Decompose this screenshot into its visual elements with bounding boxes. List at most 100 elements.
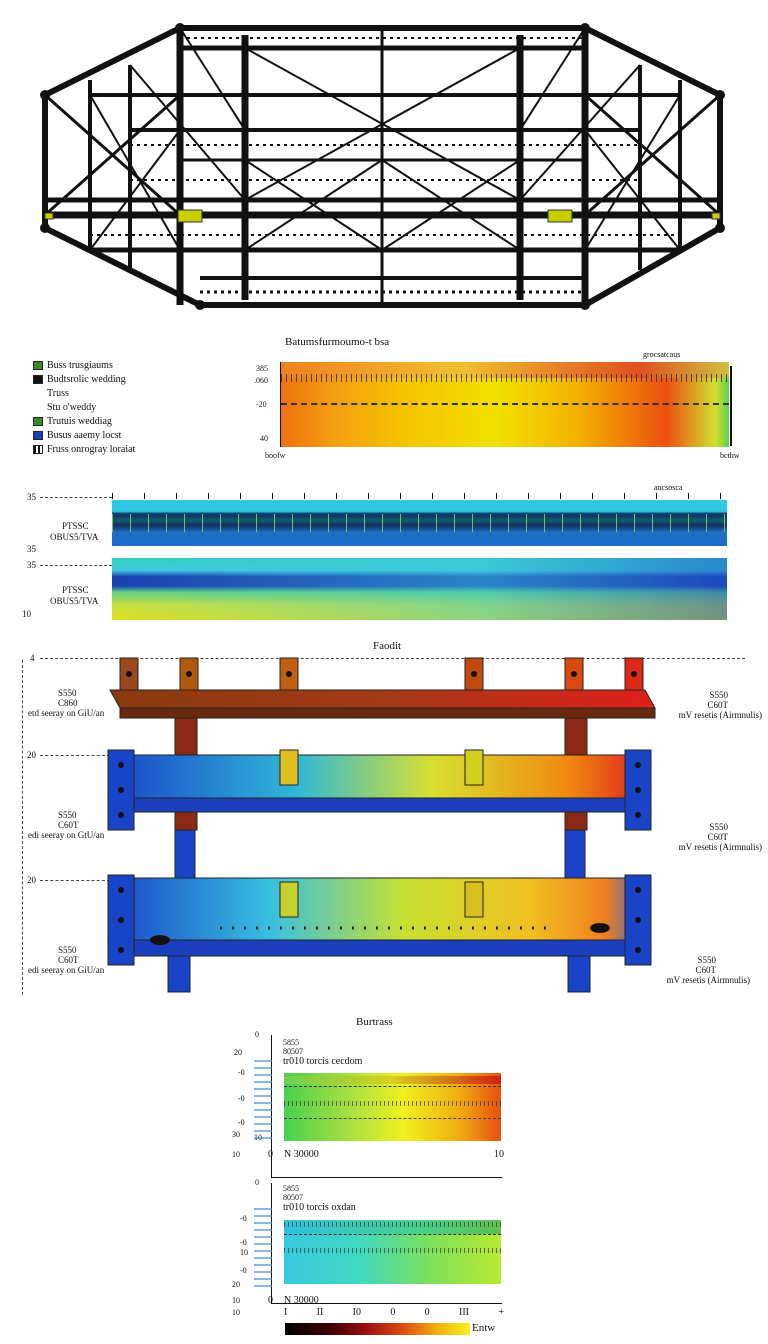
note-text: edi seeray on GiU/an: [28, 965, 105, 975]
panel2-note: 80507: [283, 1193, 303, 1202]
panel1-red-stripe: [284, 1076, 501, 1084]
note-value-1: S550: [58, 945, 77, 955]
heatmap2-label-b3: 10: [22, 609, 31, 619]
heatmap2-strip-a-ribs: [112, 514, 727, 532]
legend-swatch: [33, 416, 43, 426]
legend-item: Busus aaemy locst: [33, 428, 203, 442]
heatmap2-leader-a: [40, 497, 112, 498]
panel1-x-left: 0: [268, 1149, 273, 1160]
panel1-x-right: 10: [494, 1149, 504, 1160]
note-value-1: S550: [58, 810, 77, 820]
note-text: mV resetis (Airmnulis): [678, 842, 762, 852]
legend-item-label: Fruss onrogray loraiat: [47, 443, 136, 455]
legend-swatch: [33, 374, 43, 384]
panel1-x-label: N 30000: [284, 1149, 319, 1160]
note-value-1: S550: [58, 688, 77, 698]
panel1-y-label: -0: [238, 1118, 245, 1127]
legend-swatch: [33, 388, 43, 398]
heatmap1-plot: [280, 362, 729, 447]
panel2-y-label: -0: [240, 1214, 247, 1223]
legend-item: Trutuis weddiag: [33, 414, 203, 428]
bottom-chart-title: Burtrass: [356, 1016, 393, 1028]
heatmap2-label-a3: 35: [27, 544, 36, 554]
frame-level-label: 20: [27, 750, 36, 760]
heatmap2-label-a0: 35: [27, 492, 36, 502]
note-value-2: C60T: [707, 832, 728, 842]
panel2-x-label: N 30000: [284, 1295, 319, 1306]
panel1-heat-band: [284, 1073, 501, 1141]
heatmap2-tick-row: [112, 493, 727, 499]
heatmap2-strip-b: [112, 558, 727, 620]
panel1-dashed-line: [284, 1086, 501, 1087]
panel2-blue-marks: [254, 1208, 272, 1288]
legend-item-label: Trutuis weddiag: [47, 415, 112, 427]
panel2-x-tick: I0: [352, 1307, 362, 1318]
panel1-y-label: 20: [234, 1048, 242, 1057]
heatmap1-y-label: 385: [256, 364, 268, 373]
note-text: mV resetis (Airmnulis): [678, 710, 762, 720]
panel1-note: 80507: [283, 1047, 303, 1056]
heatmap1-right-marker: [730, 366, 732, 446]
panel1-dashed-line: [284, 1118, 501, 1119]
panel1-blue-marks: [254, 1060, 272, 1140]
legend-item: Budtsrolic wedding: [33, 372, 203, 386]
panel2-dashed-line: [284, 1234, 501, 1235]
panel2-y-label: 10: [232, 1296, 240, 1305]
panel2-y-label: -0: [240, 1266, 247, 1275]
legend-item-label: Truss: [47, 387, 69, 399]
note-value-2: C60T: [707, 700, 728, 710]
frame-right-note: S550 C60T mV resetis (Airmnulis): [612, 690, 762, 720]
note-value-2: C60T: [58, 820, 79, 830]
legend-swatch: [33, 402, 43, 412]
panel2-x-tick: 0: [390, 1307, 396, 1318]
note-value-2: C60T: [695, 965, 716, 975]
note-value-2: C60T: [58, 955, 79, 965]
frame-right-note: S550 C60T mV resetis (Airmnulis): [612, 822, 762, 852]
frame-left-guide: [22, 660, 23, 995]
heatmap1-dashed-line: [281, 403, 729, 405]
heatmap2-label-a2: OBUS5/TVA: [50, 532, 99, 542]
colorbar-label: Entw: [472, 1322, 496, 1334]
note-value-1: S550: [709, 690, 728, 700]
panel2-y-label: 0: [255, 1178, 259, 1187]
frame-left-note: S550 C860 etd seeray on GiU/an: [28, 688, 178, 718]
legend-item: Truss: [33, 386, 203, 400]
bottom-panel-2: 0 -0 -0 10 -0 20 10 10 5855 80507 tr010 …: [228, 1178, 518, 1318]
heatmap2-label-a1: PTSSC: [62, 521, 89, 531]
heatmap1-hatch-row: [281, 374, 729, 382]
frame-title: Faodit: [373, 640, 402, 652]
legend-item-label: Stu o'weddy: [47, 401, 97, 413]
frame-level-line-mid: [40, 755, 110, 756]
frame-right-note: S550 C60T mV resetis (Airmnulis): [600, 955, 750, 985]
legend-swatch: [33, 444, 43, 454]
heatmap1-bottom-left-label: boofw: [265, 451, 286, 460]
panel2-x-tick: III: [459, 1307, 469, 1318]
heatmap1-y-label: -20: [256, 400, 267, 409]
note-text: edi seeray on GtU/an: [28, 830, 105, 840]
heatmap2-top-right-label: ancsosca: [654, 483, 683, 492]
heatmap2-label-b1: PTSSC: [62, 585, 89, 595]
panel2-x-tick: II: [316, 1307, 324, 1318]
note-value-2: C860: [58, 698, 78, 708]
panel2-x-tick: 0: [424, 1307, 430, 1318]
panel1-y-label: 0: [255, 1030, 259, 1039]
truss-structure-figure: [30, 10, 735, 315]
legend-item-label: Buss trusgiaums: [47, 359, 113, 371]
note-value-1: S550: [709, 822, 728, 832]
panel2-y-label: 20: [232, 1280, 240, 1289]
heatmap2-leader-b: [40, 565, 112, 566]
heatmap1-y-label: 40: [260, 434, 268, 443]
panel2-x-ticks: I II I0 0 0 III +: [284, 1307, 504, 1318]
frame-level-line-low: [40, 880, 110, 881]
colorbar: [285, 1323, 470, 1335]
truss-structure-drawing: [40, 23, 725, 310]
panel2-y-label: -0: [240, 1238, 247, 1247]
note-text: mV resetis (Airmnulis): [666, 975, 750, 985]
panel2-x-left: 0: [268, 1295, 273, 1306]
panel2-heat-band: [284, 1220, 501, 1284]
stress-frame-drawing: [107, 657, 656, 993]
heatmap2-strip-a: [112, 500, 727, 546]
heatmap1-y-labels: 385 .060 -20 40: [252, 364, 278, 454]
legend-swatch: [33, 430, 43, 440]
panel2-hatch: [284, 1248, 501, 1253]
